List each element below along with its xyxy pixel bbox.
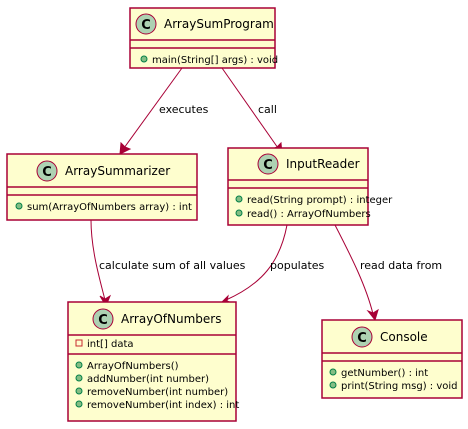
svg-text:C: C (263, 158, 273, 173)
public-method-icon (329, 381, 337, 389)
class-icon: C (257, 153, 279, 175)
private-field-icon (75, 339, 83, 347)
method: removeNumber(int index) : int (87, 400, 239, 411)
edge-label-call: call (258, 103, 277, 116)
public-method-icon (75, 374, 83, 382)
svg-text:C: C (98, 313, 108, 328)
class-name: ArraySummarizer (65, 164, 170, 178)
edge-read-data-from (334, 224, 379, 322)
method: getNumber() : int (341, 368, 428, 379)
method: print(String msg) : void (341, 381, 458, 392)
class-icon: C (351, 326, 373, 348)
field: int[] data (87, 339, 134, 350)
class-console[interactable]: C Console getNumber() : int print(String… (321, 319, 463, 399)
svg-text:C: C (42, 165, 52, 180)
method: read() : ArrayOfNumbers (247, 209, 371, 220)
method: read(String prompt) : integer (247, 195, 393, 206)
public-method-icon (140, 55, 148, 63)
method: sum(ArrayOfNumbers array) : int (27, 202, 192, 213)
method: main(String[] args) : void (152, 55, 278, 66)
class-input-reader[interactable]: C InputReader read(String prompt) : inte… (227, 147, 393, 226)
public-method-icon (75, 400, 83, 408)
public-method-icon (329, 368, 337, 376)
class-name: InputReader (286, 157, 360, 171)
edge-label-read-data-from: read data from (360, 259, 442, 272)
class-name: Console (380, 330, 428, 344)
class-name: ArrayOfNumbers (121, 312, 221, 326)
method: addNumber(int number) (87, 374, 209, 385)
class-name: ArraySumProgram (164, 17, 274, 31)
svg-text:C: C (357, 331, 367, 346)
public-method-icon (75, 387, 83, 395)
public-method-icon (15, 202, 23, 210)
class-icon: C (92, 308, 114, 330)
method: removeNumber(int number) (87, 387, 228, 398)
edge-label-calculate: calculate sum of all values (99, 259, 246, 272)
class-icon: C (135, 13, 157, 35)
edge-label-executes: executes (159, 103, 209, 116)
class-icon: C (36, 160, 58, 182)
edge-label-populates: populates (270, 259, 325, 272)
svg-text:C: C (141, 18, 151, 33)
class-array-sum-program[interactable]: C ArraySumProgram main(String[] args) : … (129, 7, 278, 69)
public-method-icon (235, 195, 243, 203)
class-array-summarizer[interactable]: C ArraySummarizer sum(ArrayOfNumbers arr… (6, 153, 198, 221)
method: ArrayOfNumbers() (87, 361, 179, 372)
edge-calculate (90, 219, 112, 308)
public-method-icon (235, 209, 243, 217)
public-method-icon (75, 361, 83, 369)
class-array-of-numbers[interactable]: C ArrayOfNumbers int[] data ArrayOfNumbe… (67, 301, 239, 422)
edge-executes (119, 67, 183, 155)
